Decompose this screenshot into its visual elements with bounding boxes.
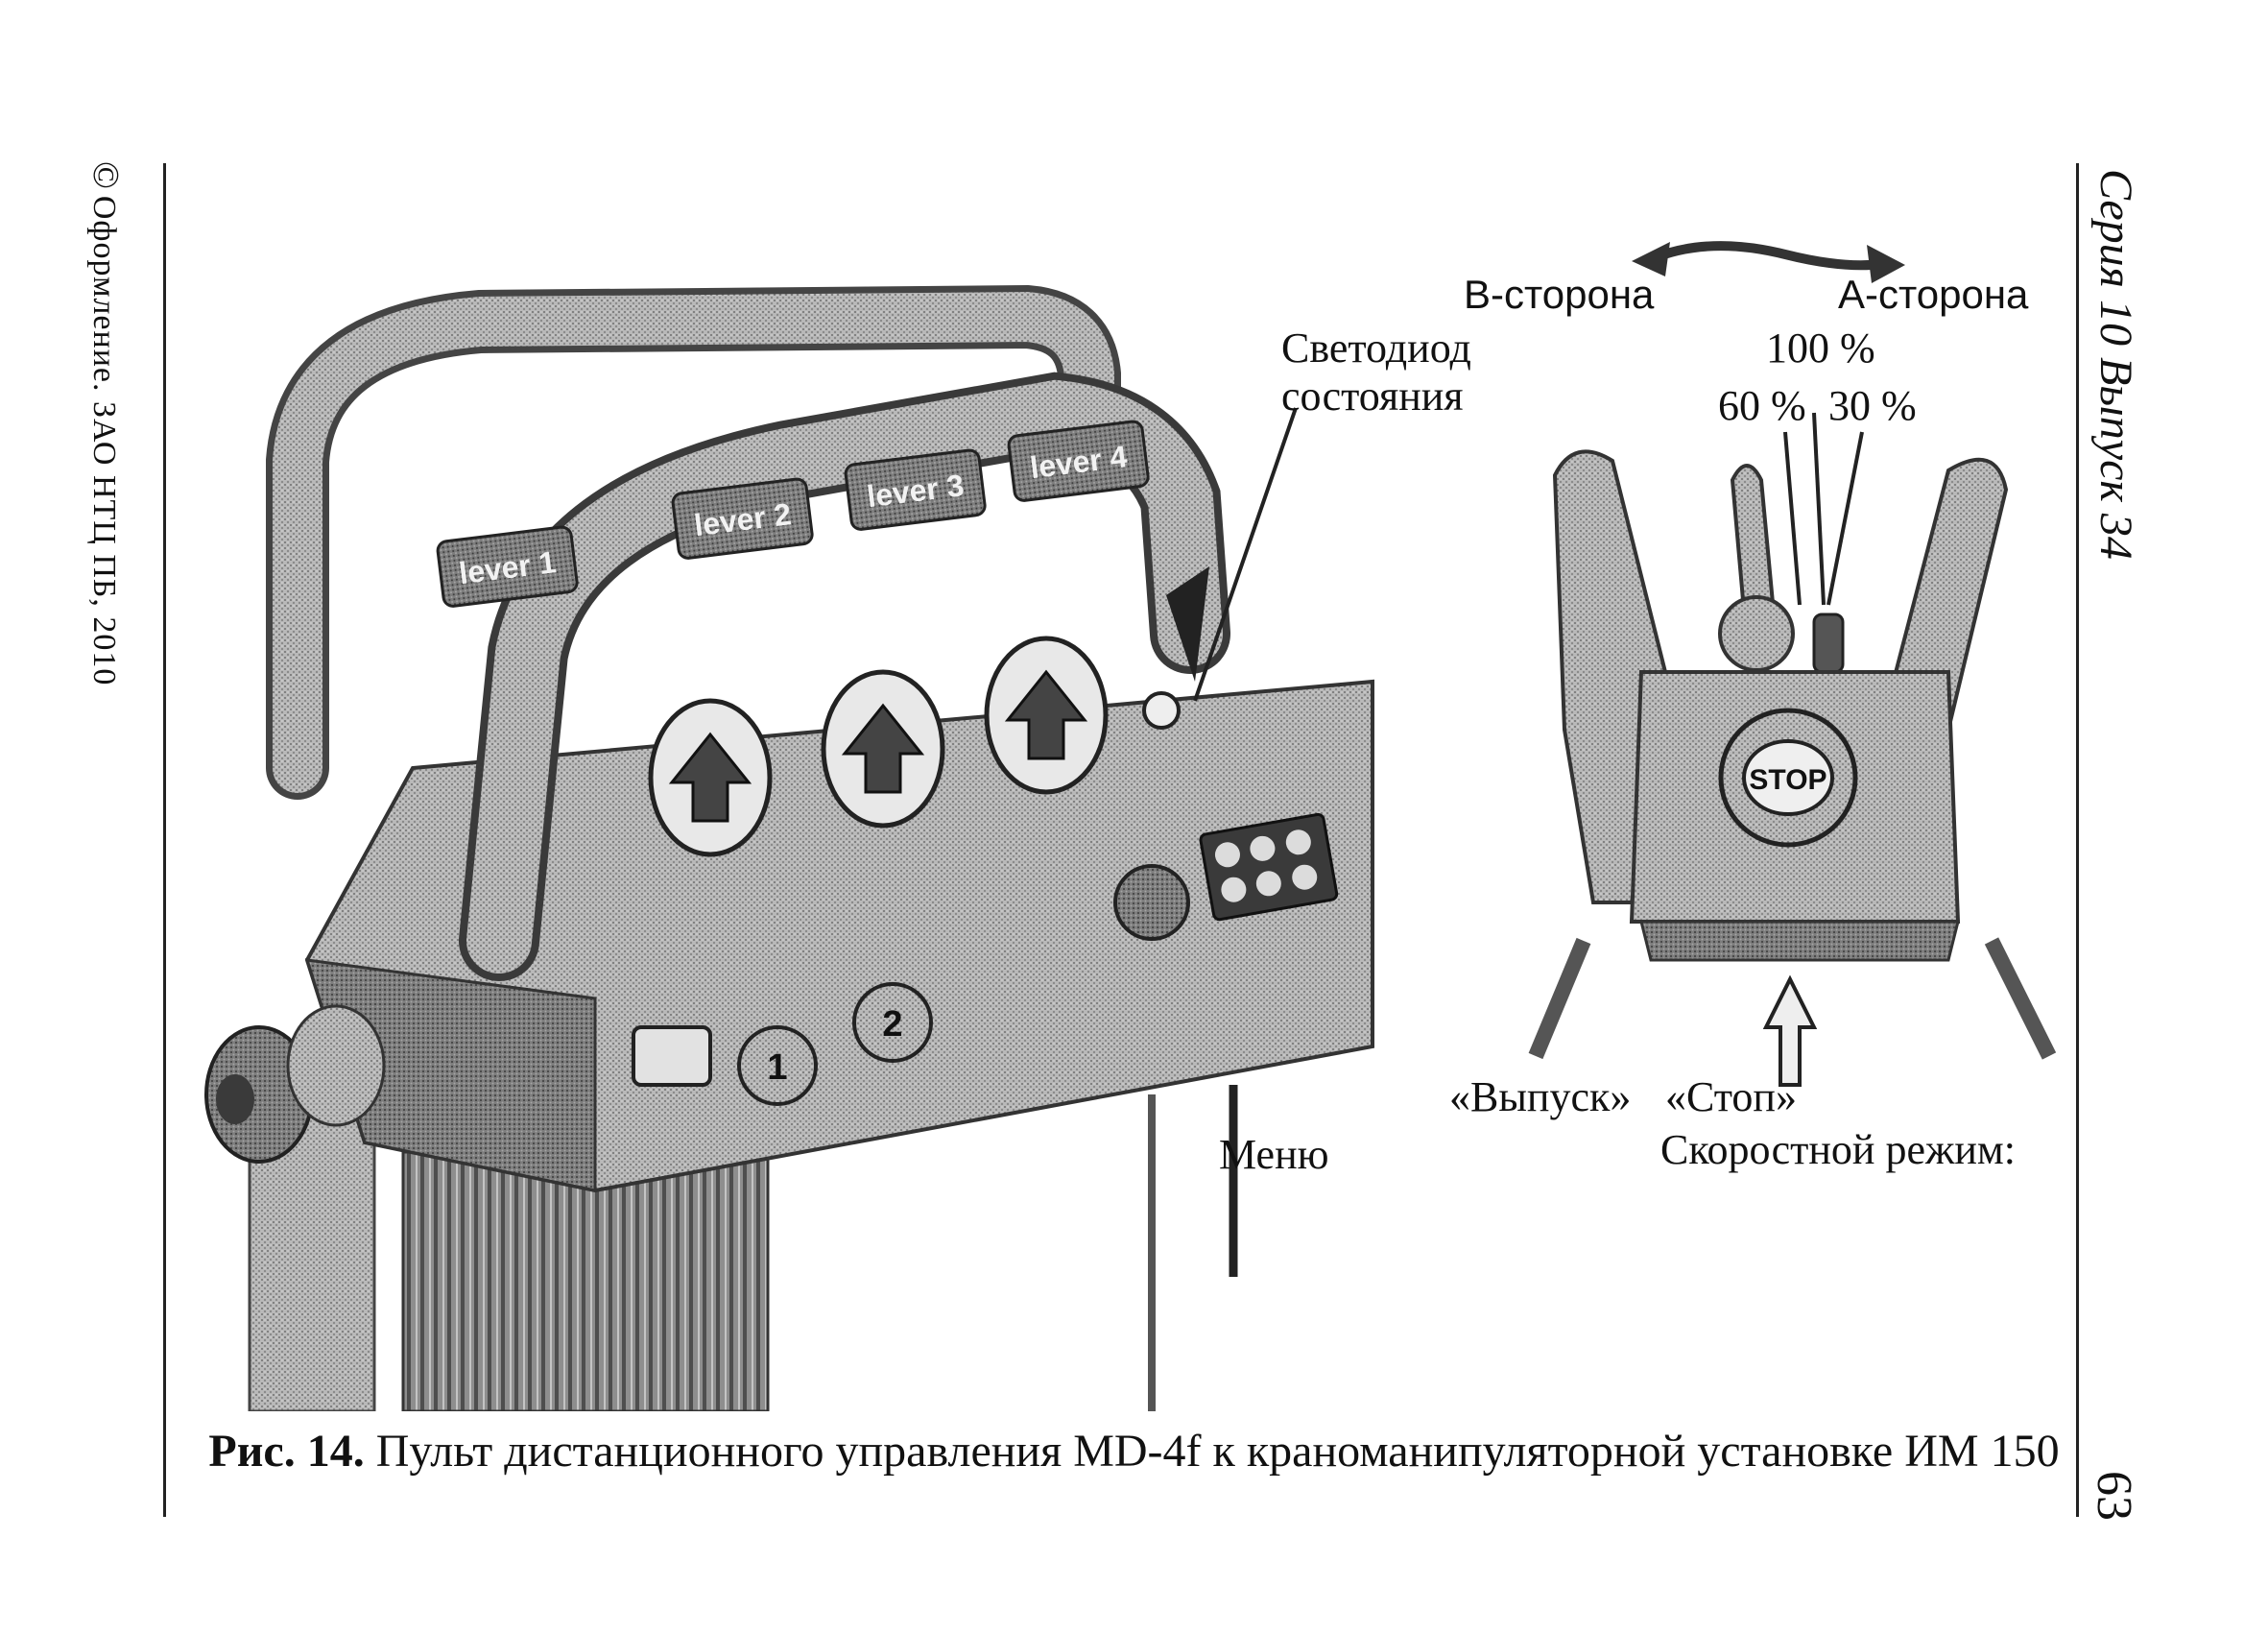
- menu-label: Меню: [1219, 1131, 1329, 1178]
- stop-button: STOP: [1718, 708, 1858, 848]
- speed-100-label: 100 %: [1766, 324, 1875, 372]
- lever-arrow-buttons: [648, 636, 1109, 857]
- remote-control-figure: lever 1 lever 2 lever 3 lever 4: [192, 230, 2064, 1411]
- caption-text: Пульт дистанционного управления MD-4f к …: [364, 1426, 2060, 1477]
- copyright-text: Оформление. ЗАО НТЦ ПБ, 2010: [86, 195, 122, 686]
- led-label-line1: Светодиод: [1281, 324, 1471, 372]
- button-2-label: 2: [882, 1004, 902, 1045]
- numbered-buttons: 1 2: [632, 864, 1190, 1106]
- led-label-line2: состояния: [1281, 372, 1464, 420]
- remote-control-illustration: lever 1 lever 2 lever 3 lever 4: [204, 241, 2057, 1411]
- b-side-label: В-сторона: [1464, 272, 1655, 317]
- figure-caption: Рис. 14. Пульт дистанционного управления…: [0, 1425, 2268, 1478]
- series-header: Серия 10 Выпуск 34: [2090, 169, 2141, 560]
- direction-arrow: [1632, 241, 1905, 283]
- status-led: [1142, 691, 1181, 730]
- stop-label: «Стоп»: [1665, 1073, 1797, 1120]
- button-1-label: 1: [767, 1047, 787, 1088]
- lever-tags: lever 1 lever 2 lever 3 lever 4: [436, 420, 1150, 608]
- copyright-note: © Оформление. ЗАО НТЦ ПБ, 2010: [84, 161, 127, 685]
- release-label: «Выпуск»: [1449, 1073, 1632, 1120]
- menu-keypad: [1199, 812, 1339, 922]
- right-margin-rule: [2076, 163, 2079, 1517]
- speed-60-label: 60 %: [1718, 382, 1806, 429]
- stop-button-label: STOP: [1749, 764, 1826, 796]
- speed-mode-label: Скоростной режим:: [1660, 1126, 2016, 1173]
- a-side-label: А-сторона: [1838, 272, 2029, 317]
- left-margin-rule: [163, 163, 166, 1517]
- speed-30-label: 30 %: [1828, 382, 1917, 429]
- caption-prefix: Рис. 14.: [208, 1426, 365, 1477]
- page-number: 63: [2087, 1471, 2141, 1521]
- copyright-symbol: ©: [85, 161, 126, 190]
